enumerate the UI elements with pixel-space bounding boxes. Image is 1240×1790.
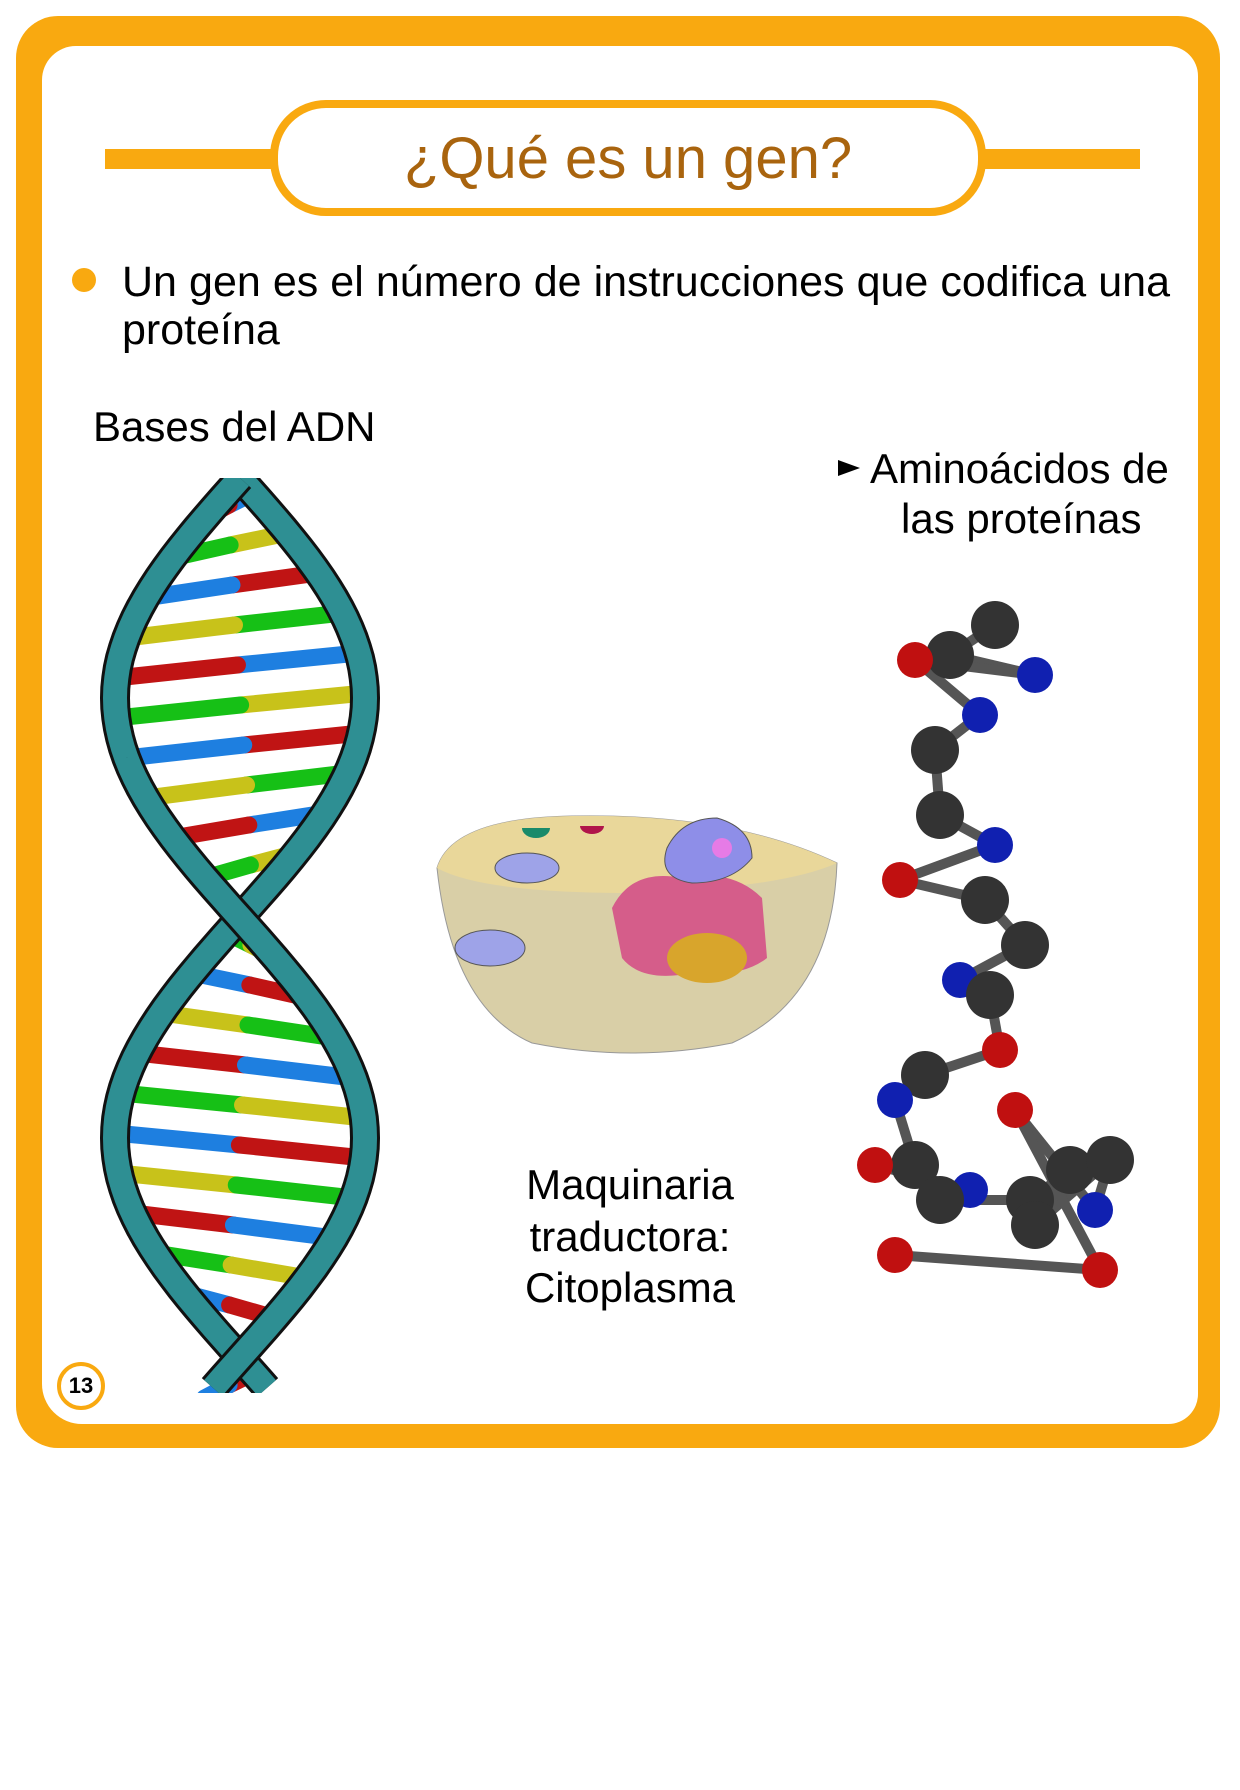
atom	[882, 862, 918, 898]
atom	[982, 1032, 1018, 1068]
mitochondrion	[494, 852, 560, 884]
dna-base	[234, 1096, 373, 1127]
dna-base	[107, 656, 246, 687]
atom	[997, 1092, 1033, 1128]
dna-base	[232, 684, 374, 714]
dna-base	[235, 724, 370, 754]
dna-base	[110, 1164, 245, 1194]
dna-base	[117, 736, 253, 767]
amino-label-line2: las proteínas	[901, 495, 1142, 542]
dna-strand	[102, 478, 378, 1393]
dna-base	[230, 1136, 373, 1167]
atom	[1017, 657, 1053, 693]
dna-base	[128, 1044, 254, 1074]
page-title: ¿Qué es un gen?	[403, 125, 853, 191]
title-banner: ¿Qué es un gen?	[270, 100, 986, 216]
atom	[977, 827, 1013, 863]
dna-base	[112, 1084, 252, 1114]
atom	[877, 1237, 913, 1273]
atom	[897, 642, 933, 678]
protein-molecule-illustration	[857, 601, 1134, 1288]
bullet-text: Un gen es el número de instrucciones que…	[122, 258, 1170, 354]
mitochondrion	[454, 929, 526, 967]
atom	[877, 1082, 913, 1118]
dna-base	[107, 696, 250, 727]
machinery-label-line3: Citoplasma	[524, 1264, 736, 1311]
dna-base	[137, 776, 256, 807]
vesicle	[522, 828, 550, 838]
page-number: 13	[57, 1362, 105, 1410]
cell-illustration	[436, 815, 838, 1054]
atom	[962, 697, 998, 733]
atom	[926, 631, 974, 679]
dna-base	[228, 644, 368, 674]
machinery-label-line2: traductora:	[529, 1213, 731, 1260]
dna-base	[224, 1216, 343, 1247]
dna-base	[236, 1056, 363, 1087]
nucleolus	[712, 838, 732, 858]
atom	[1001, 921, 1049, 969]
atom	[916, 1176, 964, 1224]
arrow-right-icon	[838, 460, 860, 476]
atom	[1011, 1201, 1059, 1249]
dna-label: Bases del ADN	[93, 403, 376, 450]
vesicle	[580, 826, 604, 834]
page-content-area	[42, 46, 1198, 1424]
atom	[891, 1141, 939, 1189]
atom	[1086, 1136, 1134, 1184]
nucleus	[664, 817, 753, 884]
dna-base	[227, 1176, 363, 1207]
atom	[916, 791, 964, 839]
machinery-label-line1: Maquinaria	[526, 1161, 734, 1208]
dna-helix-illustration	[99, 478, 381, 1393]
atom	[1077, 1192, 1113, 1228]
atom	[966, 971, 1014, 1019]
dna-base	[117, 616, 243, 647]
atom	[911, 726, 959, 774]
atom	[1082, 1252, 1118, 1288]
atom	[901, 1051, 949, 1099]
atom	[1046, 1146, 1094, 1194]
amino-label-line1: Aminoácidos de	[870, 445, 1169, 492]
bullet-dot	[72, 268, 96, 292]
dna-base	[106, 1124, 248, 1154]
atom	[857, 1147, 893, 1183]
atom	[971, 601, 1019, 649]
bond	[894, 1250, 1101, 1275]
dna-strand	[102, 478, 378, 1393]
dna-base	[225, 604, 352, 634]
atom	[961, 876, 1009, 924]
golgi	[667, 933, 747, 983]
